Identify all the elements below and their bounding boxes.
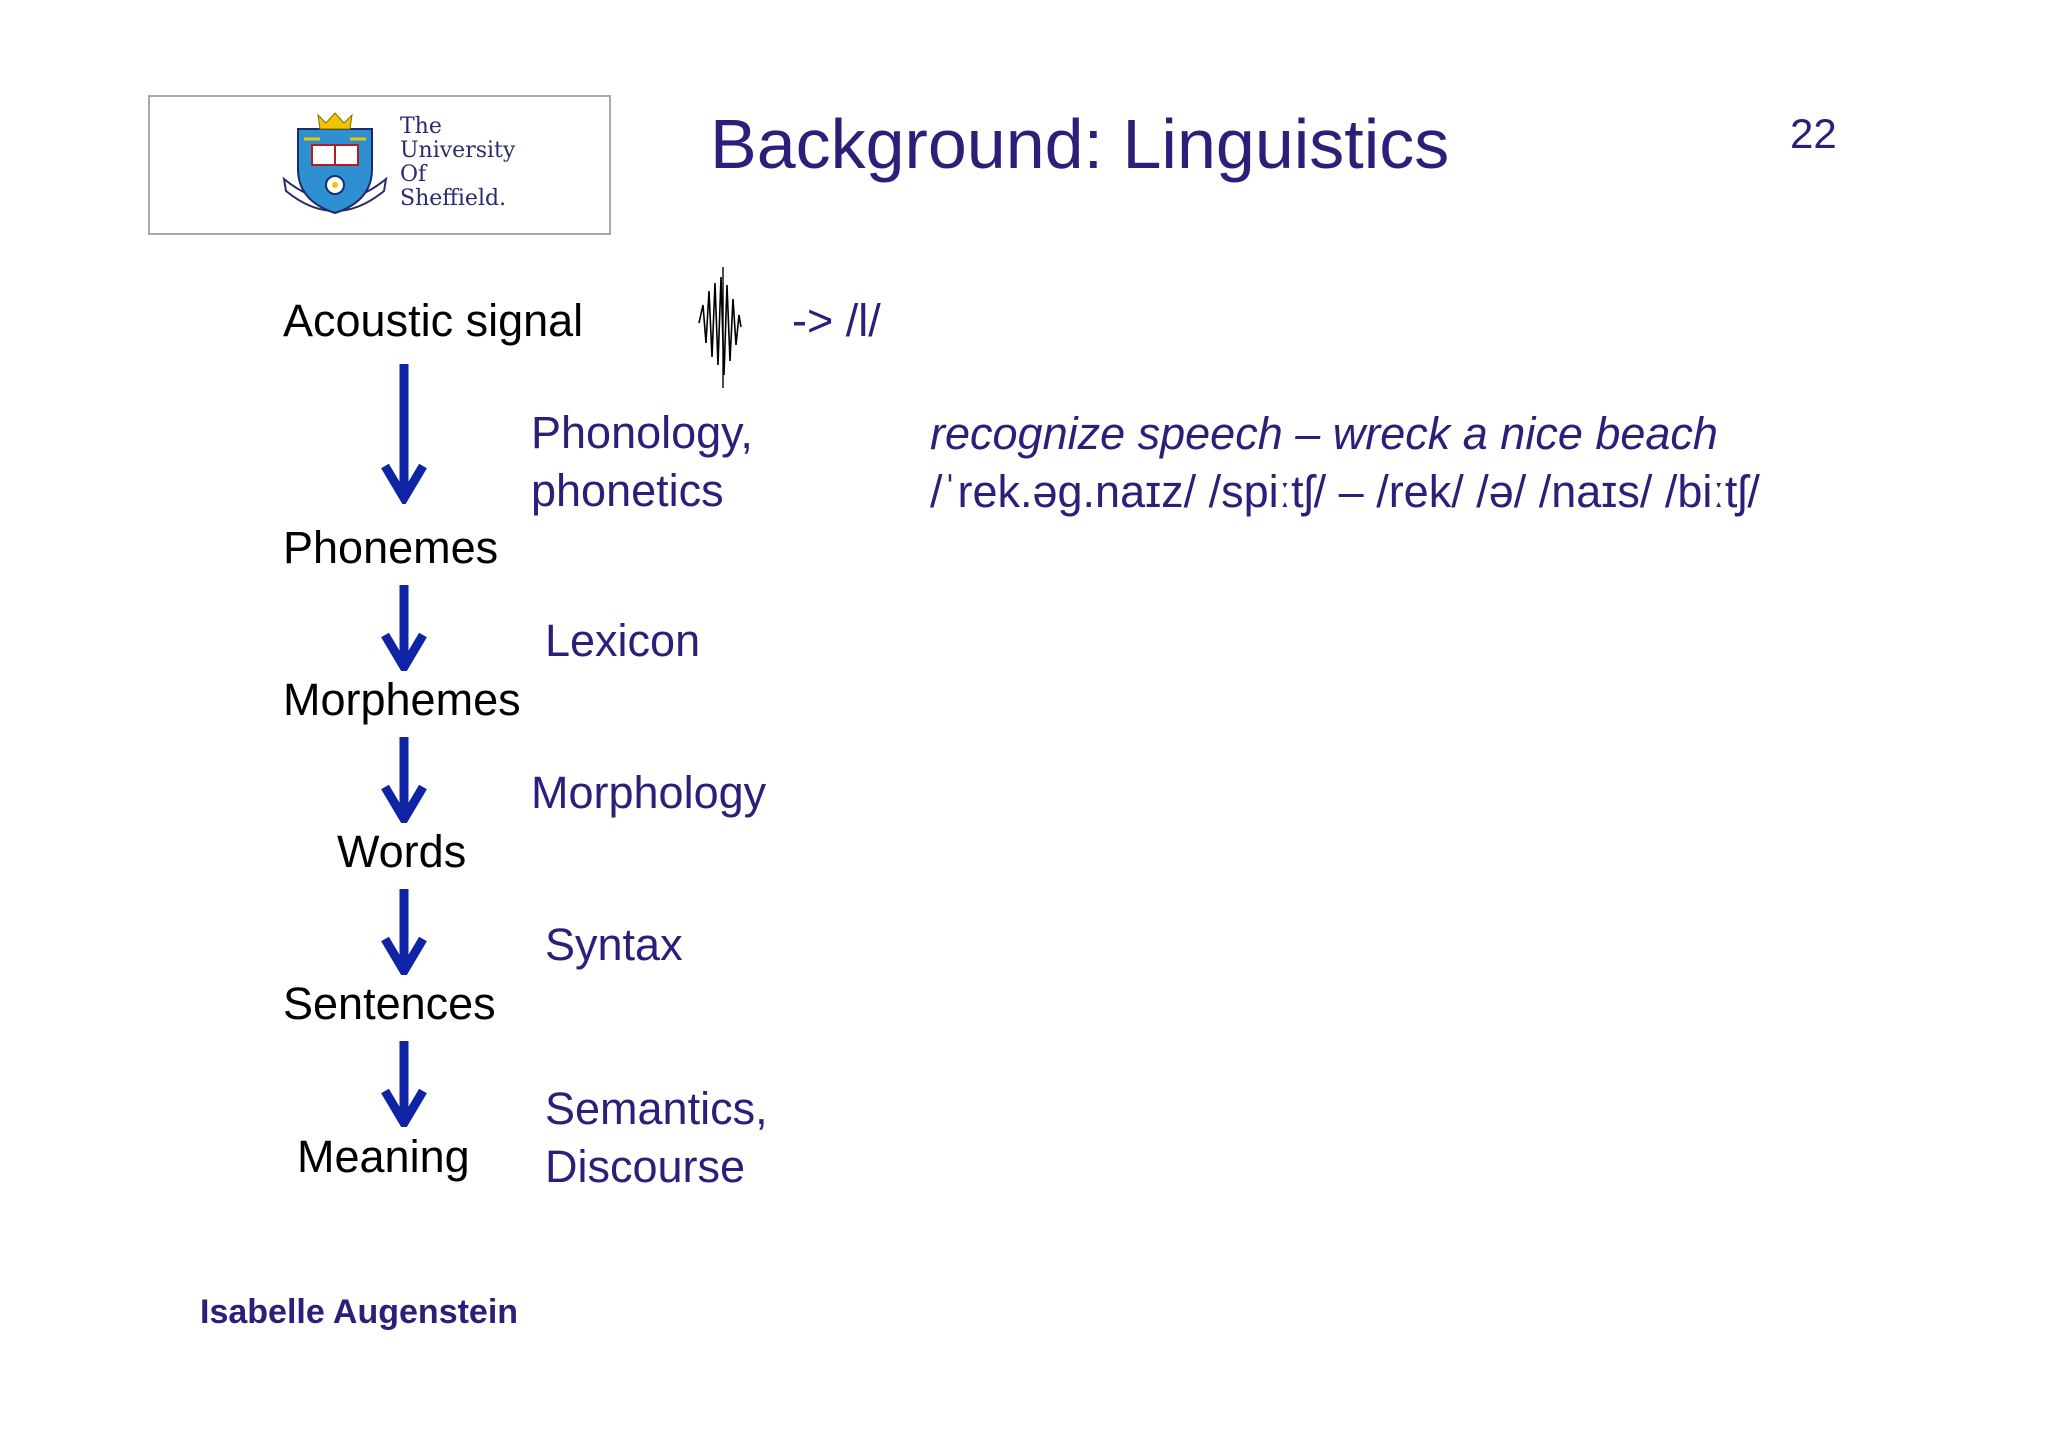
stage-meaning: Meaning (297, 1131, 470, 1182)
example-block: recognize speech – wreck a nice beach /ˈ… (930, 405, 1760, 521)
level-lexicon: Lexicon (545, 615, 701, 666)
stage-words: Words (337, 826, 467, 877)
down-arrow-icon (381, 585, 427, 671)
arrow-result-label: -> /l/ (792, 295, 881, 346)
university-crest-icon (282, 112, 388, 215)
down-arrow-icon (381, 737, 427, 823)
logo-text-line: The (400, 114, 442, 139)
level-morphology: Morphology (531, 767, 767, 818)
level-semantics: Semantics, Discourse (545, 1080, 768, 1196)
example-phrase: recognize speech – wreck a nice beach (930, 408, 1718, 459)
stage-phonemes: Phonemes (283, 522, 499, 573)
slide-title: Background: Linguistics (710, 105, 1450, 183)
stage-sentences: Sentences (283, 978, 496, 1029)
level-phonology-line1: Phonology, (531, 407, 753, 458)
level-syntax: Syntax (545, 919, 683, 970)
level-semantics-line2: Discourse (545, 1141, 746, 1192)
stage-acoustic-signal: Acoustic signal (283, 295, 584, 346)
logo-text-line: Sheffield. (400, 186, 507, 211)
down-arrow-icon (381, 364, 427, 504)
university-wordmark: The University Of Sheffield. (400, 115, 515, 211)
level-phonology: Phonology, phonetics (531, 404, 753, 520)
page-number: 22 (1790, 110, 1837, 157)
level-semantics-line1: Semantics, (545, 1083, 768, 1134)
example-ipa: /ˈrek.əg.naɪz/ /spiːtʃ/ – /rek/ /ə/ /naɪ… (930, 466, 1760, 517)
university-logo: The University Of Sheffield. (148, 95, 611, 235)
level-phonology-line2: phonetics (531, 465, 724, 516)
down-arrow-icon (381, 1041, 427, 1127)
waveform-icon (698, 267, 742, 388)
down-arrow-icon (381, 889, 427, 975)
stage-morphemes: Morphemes (283, 674, 521, 725)
logo-text-line: Of (400, 162, 427, 187)
logo-text-line: University (400, 138, 516, 163)
author-name: Isabelle Augenstein (200, 1293, 519, 1331)
